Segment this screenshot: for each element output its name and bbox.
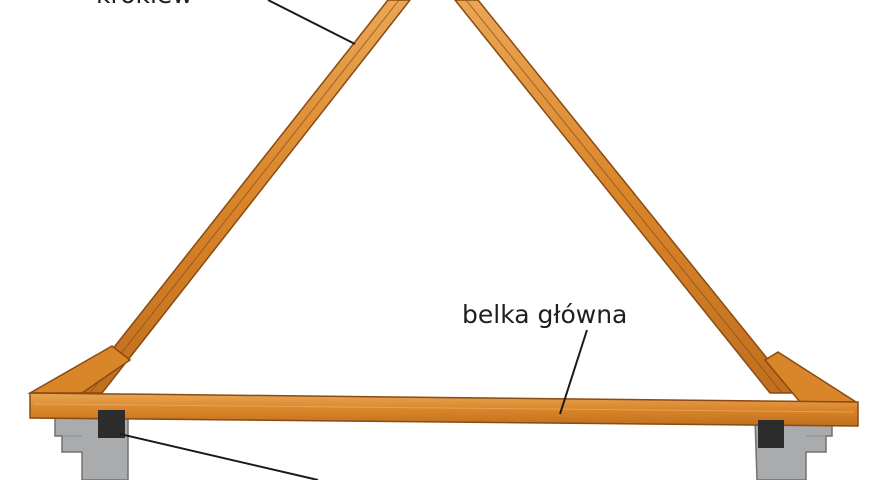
anchor-leader-line — [119, 433, 319, 481]
rafter-label: krokiew — [96, 0, 193, 9]
main-beam — [29, 392, 859, 427]
rafter-leader-line — [267, 0, 356, 45]
left-rafter-tail — [27, 345, 132, 394]
right-anchor-block — [758, 420, 784, 448]
right-rafter-tail — [763, 351, 859, 403]
main-beam-leader-line — [559, 329, 588, 415]
left-rafter — [76, 0, 411, 394]
main-beam-label: belka główna — [462, 300, 627, 329]
right-rafter — [454, 0, 797, 394]
